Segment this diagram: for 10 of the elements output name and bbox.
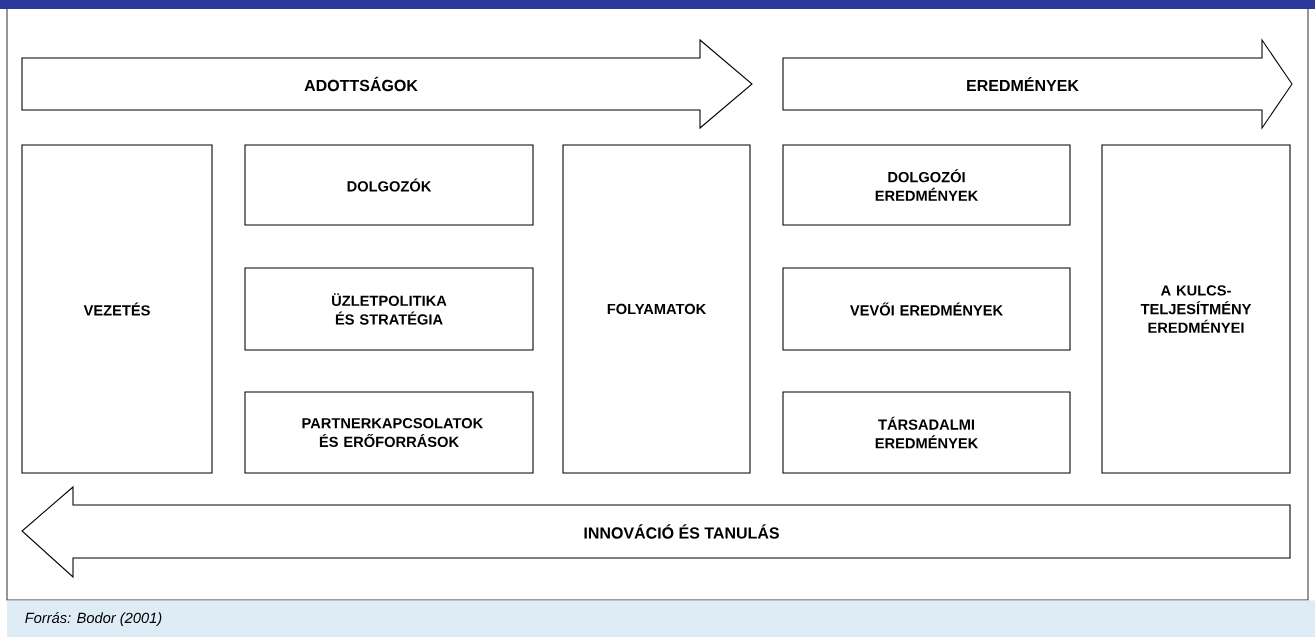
category-box: PARTNERKAPCSOLATOK ÉS ERŐFORRÁSOK (244, 391, 534, 474)
category-box: FOLYAMATOK (562, 144, 751, 474)
category-box: ÜZLETPOLITIKA ÉS STRATÉGIA (244, 267, 534, 351)
category-box: DOLGOZÓI EREDMÉNYEK (782, 144, 1071, 226)
category-box: TÁRSADALMI EREDMÉNYEK (782, 391, 1071, 474)
category-box: VEVŐI EREDMÉNYEK (782, 267, 1071, 351)
caption: Forrás: Bodor (2001) (25, 612, 162, 626)
category-box: DOLGOZÓK (244, 144, 534, 226)
category-box: VEZETÉS (21, 144, 213, 474)
category-box: A KULCS-TELJESÍTMÉNY EREDMÉNYEI (1101, 144, 1291, 474)
